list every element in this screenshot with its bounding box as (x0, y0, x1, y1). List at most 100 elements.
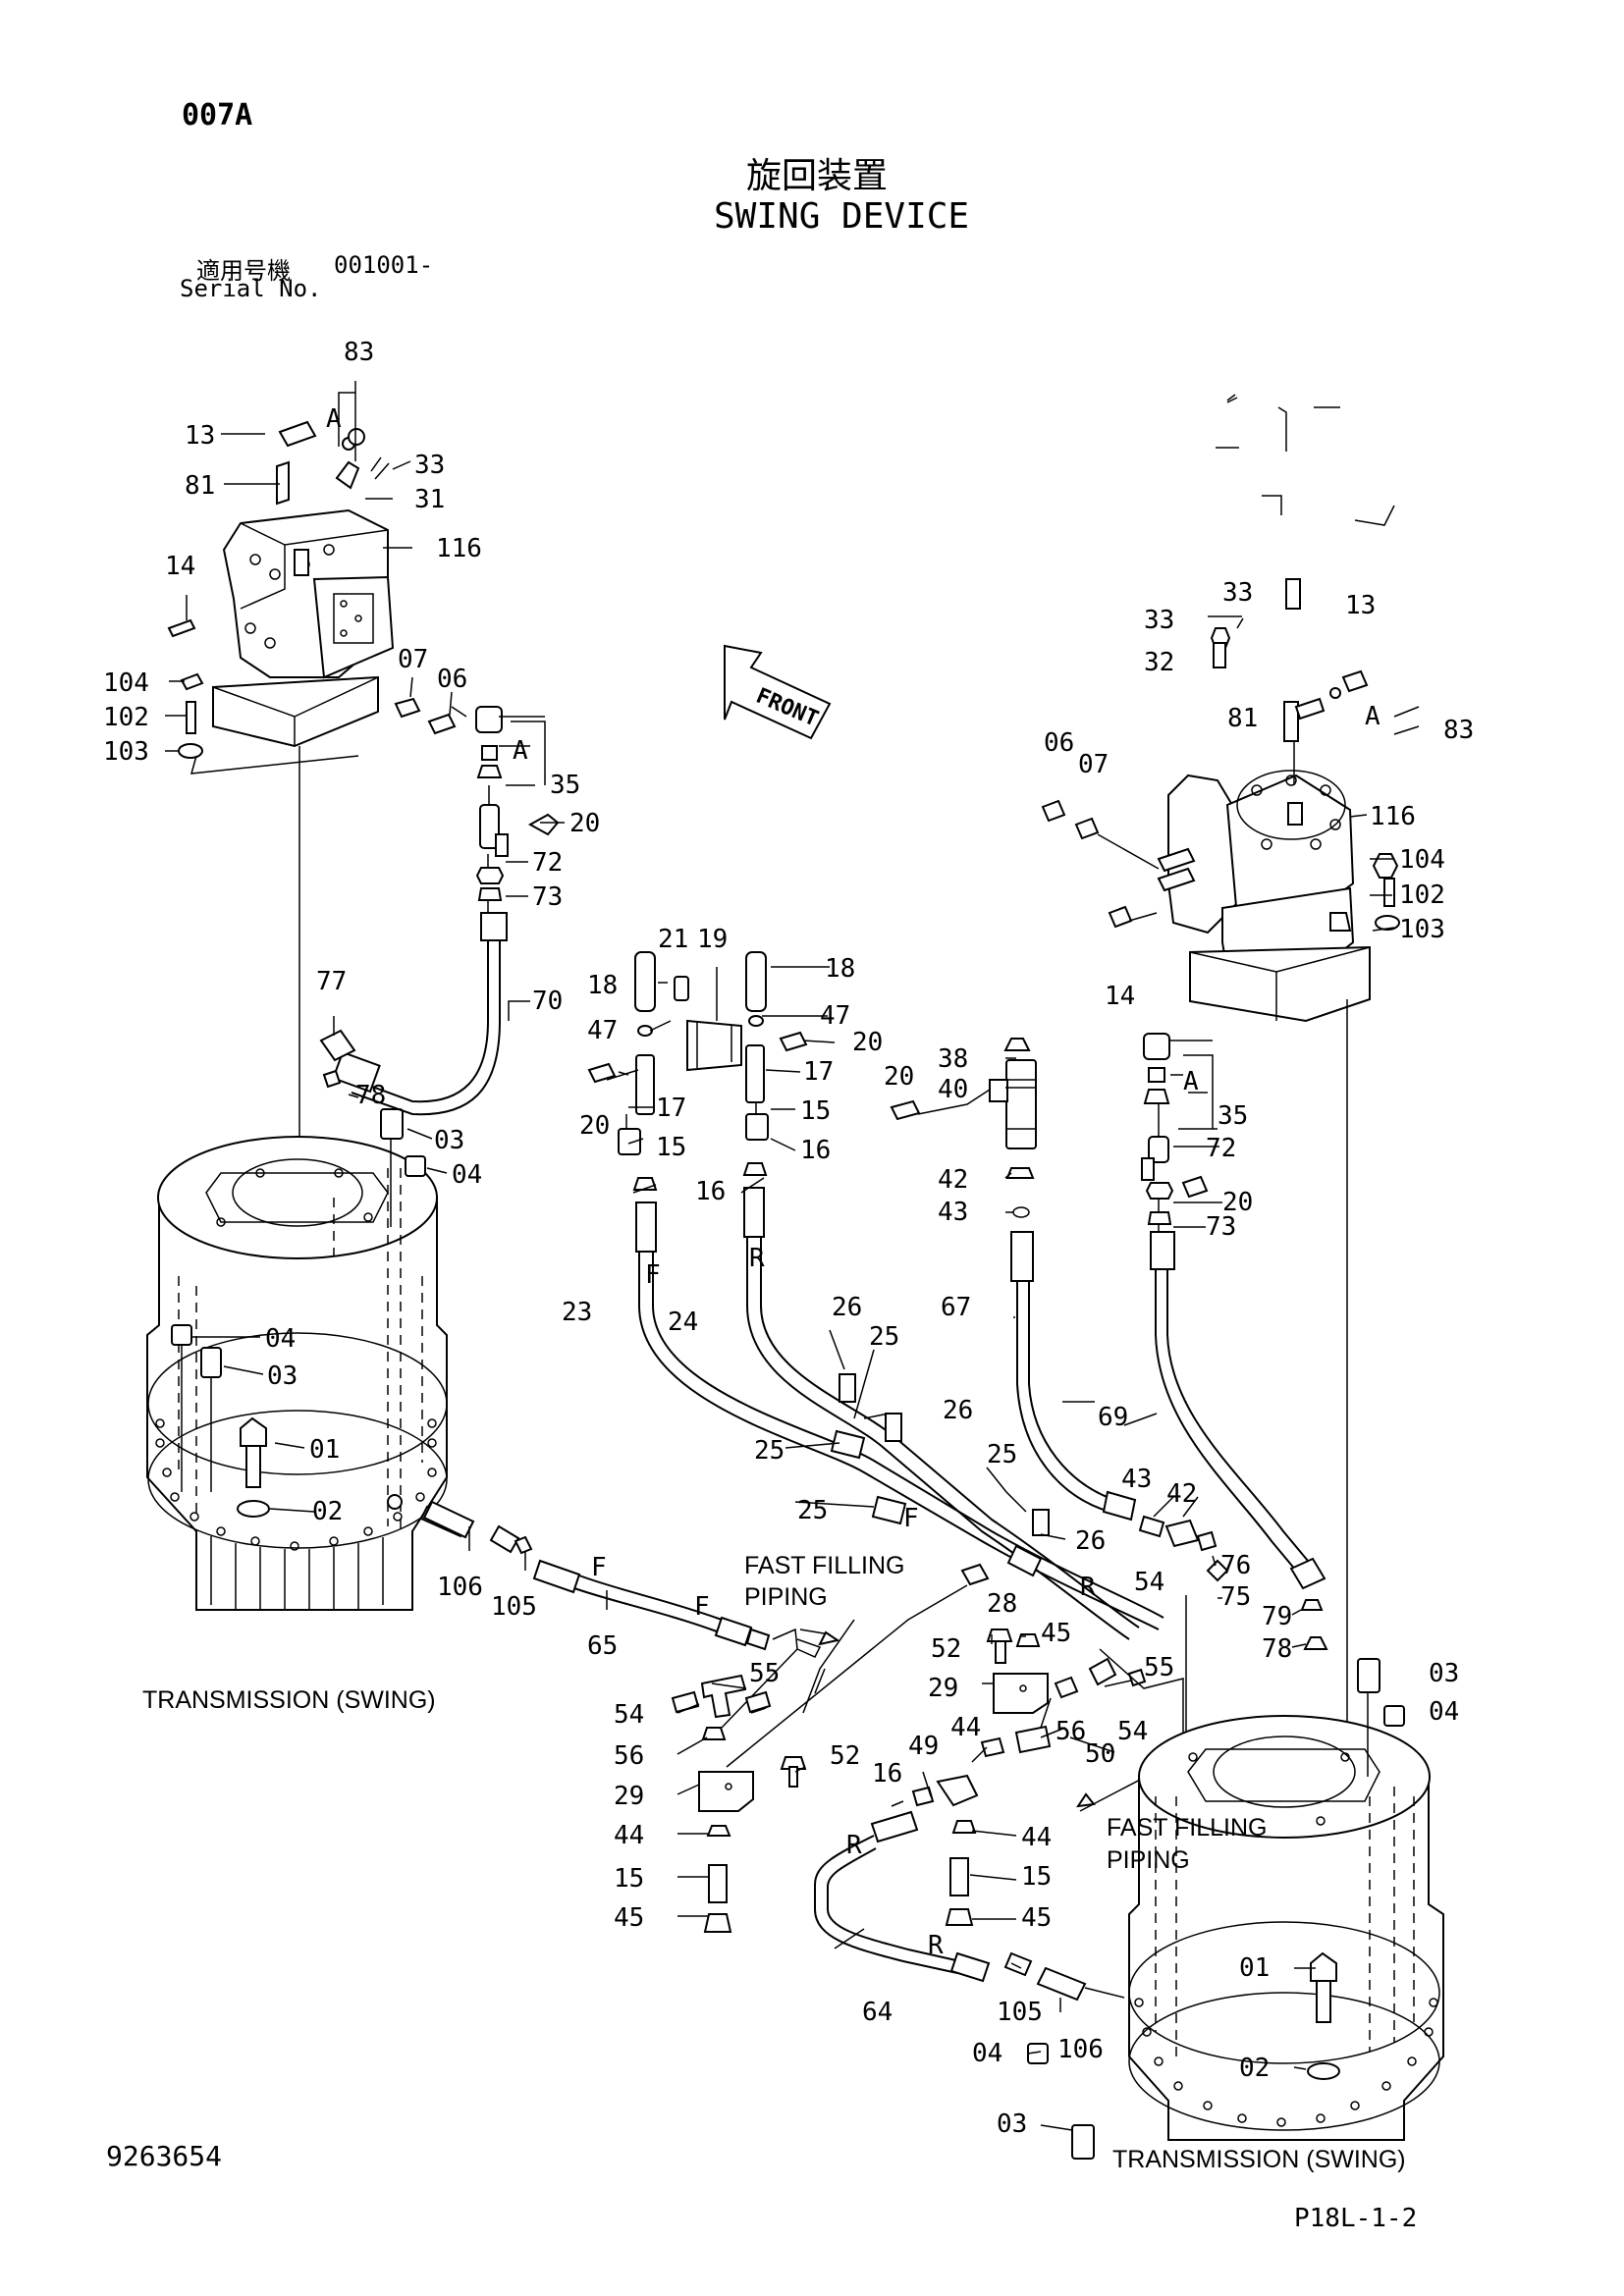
callout-45-left: 45 (614, 1903, 644, 1933)
callout-73-left: 73 (532, 882, 563, 912)
callout-01-right: 01 (1239, 1953, 1270, 1983)
callout-43-center: 43 (938, 1198, 968, 1227)
right-swing-motor (1041, 770, 1400, 1023)
hose-marker-f-25: F (903, 1504, 919, 1533)
callout-29-center: 29 (928, 1674, 958, 1703)
callout-16-right: 16 (800, 1136, 831, 1165)
callout-25-b: 25 (754, 1436, 785, 1466)
callout-33-left: 33 (414, 451, 445, 480)
caption-fast-filling-left-2: PIPING (744, 1583, 828, 1611)
callout-43-right: 43 (1121, 1465, 1152, 1494)
hose-marker-r-24: R (749, 1244, 765, 1273)
callout-04-left-top: 04 (452, 1160, 482, 1190)
callout-47-left: 47 (587, 1016, 618, 1045)
callout-25-c: 25 (797, 1496, 828, 1525)
callout-labels: 83 13 81 33 31 116 14 104 102 103 07 06 … (103, 338, 1474, 2139)
callout-03-left-top: 03 (434, 1126, 464, 1155)
callout-76: 76 (1220, 1551, 1251, 1580)
view-marker-a-left-top: A (326, 404, 342, 434)
callout-78-right: 78 (1262, 1634, 1292, 1664)
callout-44-center: 44 (1021, 1823, 1052, 1852)
callout-04-right: 04 (1429, 1697, 1459, 1727)
hose-marker-r-64-a: R (846, 1831, 862, 1860)
callout-20-right: 20 (1222, 1188, 1253, 1217)
callout-44-center-top: 44 (950, 1713, 981, 1742)
callout-56-center: 56 (1056, 1717, 1086, 1746)
callout-33-right-b: 33 (1222, 578, 1253, 608)
callout-15-right: 15 (800, 1096, 831, 1126)
callout-104-right: 104 (1399, 845, 1445, 875)
callout-16-lower: 16 (872, 1759, 902, 1789)
caption-transmission-left: TRANSMISSION (SWING) (142, 1686, 436, 1714)
callout-81-left: 81 (185, 471, 215, 501)
callout-04-left: 04 (265, 1324, 296, 1354)
callout-72-right: 72 (1206, 1134, 1236, 1163)
left-swing-motor (167, 420, 467, 759)
hose-marker-f-65-a: F (591, 1553, 607, 1582)
view-marker-a-right-top: A (1365, 702, 1380, 731)
callout-75: 75 (1220, 1582, 1251, 1612)
front-arrow-indicator: FRONT (724, 644, 832, 740)
callout-55-left: 55 (749, 1659, 780, 1688)
callout-28: 28 (987, 1589, 1017, 1619)
callout-26-b: 26 (943, 1396, 973, 1425)
callout-102-left: 102 (103, 703, 149, 732)
hose-marker-r-64-b: R (928, 1931, 944, 1960)
leader-lines (165, 381, 1395, 2131)
callout-15-left: 15 (656, 1133, 686, 1162)
callout-56-left: 56 (614, 1741, 644, 1771)
callout-17-left: 17 (656, 1094, 686, 1123)
callout-21: 21 (658, 925, 688, 954)
callout-105-left: 105 (491, 1592, 537, 1622)
callout-54-left-a: 54 (614, 1700, 644, 1730)
callout-77: 77 (316, 967, 347, 996)
callout-35-left: 35 (550, 771, 580, 800)
callout-14-left: 14 (165, 552, 195, 581)
callout-72-left: 72 (532, 848, 563, 878)
callout-47-right: 47 (820, 1001, 850, 1031)
callout-16-left: 16 (695, 1177, 726, 1206)
callout-02-left: 02 (312, 1497, 343, 1526)
callout-65: 65 (587, 1631, 618, 1661)
view-marker-a-left: A (513, 736, 528, 766)
serial-label-japanese: 適用号機 (196, 257, 291, 285)
callout-07-right: 07 (1078, 750, 1109, 779)
callout-03-left: 03 (267, 1362, 298, 1391)
document-number: 9263654 (106, 2140, 223, 2172)
callout-52-center: 52 (931, 1634, 961, 1664)
center-valve-group (587, 951, 808, 1253)
callout-116-right: 116 (1370, 802, 1416, 831)
callout-24: 24 (668, 1308, 698, 1337)
callout-04-lower: 04 (972, 2039, 1002, 2068)
caption-fast-filling-right-2: PIPING (1107, 1846, 1190, 1874)
callout-02-right: 02 (1239, 2054, 1270, 2083)
callout-69: 69 (1098, 1403, 1128, 1432)
callout-83-left: 83 (344, 338, 374, 367)
callout-78-left: 78 (355, 1081, 386, 1110)
callout-81-right: 81 (1227, 704, 1258, 733)
callout-29-left: 29 (614, 1782, 644, 1811)
callout-52-left: 52 (830, 1741, 860, 1771)
callout-54-right-top: 54 (1134, 1568, 1164, 1597)
callout-102-right: 102 (1399, 881, 1445, 910)
callout-45-center-lower: 45 (1021, 1903, 1052, 1933)
callout-44-left: 44 (614, 1821, 644, 1850)
callout-32: 32 (1144, 648, 1174, 677)
callout-103-left: 103 (103, 737, 149, 767)
caption-fast-filling-right-1: FAST FILLING (1107, 1814, 1267, 1842)
caption-transmission-right: TRANSMISSION (SWING) (1112, 2146, 1406, 2173)
callout-49: 49 (908, 1732, 939, 1761)
callout-42-right: 42 (1166, 1479, 1197, 1509)
page-code: 007A (182, 98, 253, 133)
hose-marker-r-25: R (1080, 1573, 1096, 1602)
callout-54-center: 54 (1117, 1717, 1148, 1746)
callout-116-left: 116 (436, 534, 482, 563)
callout-07-left: 07 (398, 645, 428, 674)
serial-number-value: 001001- (334, 251, 434, 279)
callout-06-right: 06 (1044, 728, 1074, 758)
callout-103-right: 103 (1399, 915, 1445, 944)
callout-31: 31 (414, 485, 445, 514)
page-reference: P18L-1-2 (1294, 2204, 1418, 2233)
callout-45-center: 45 (1041, 1619, 1071, 1648)
callout-18-right: 18 (825, 954, 855, 984)
